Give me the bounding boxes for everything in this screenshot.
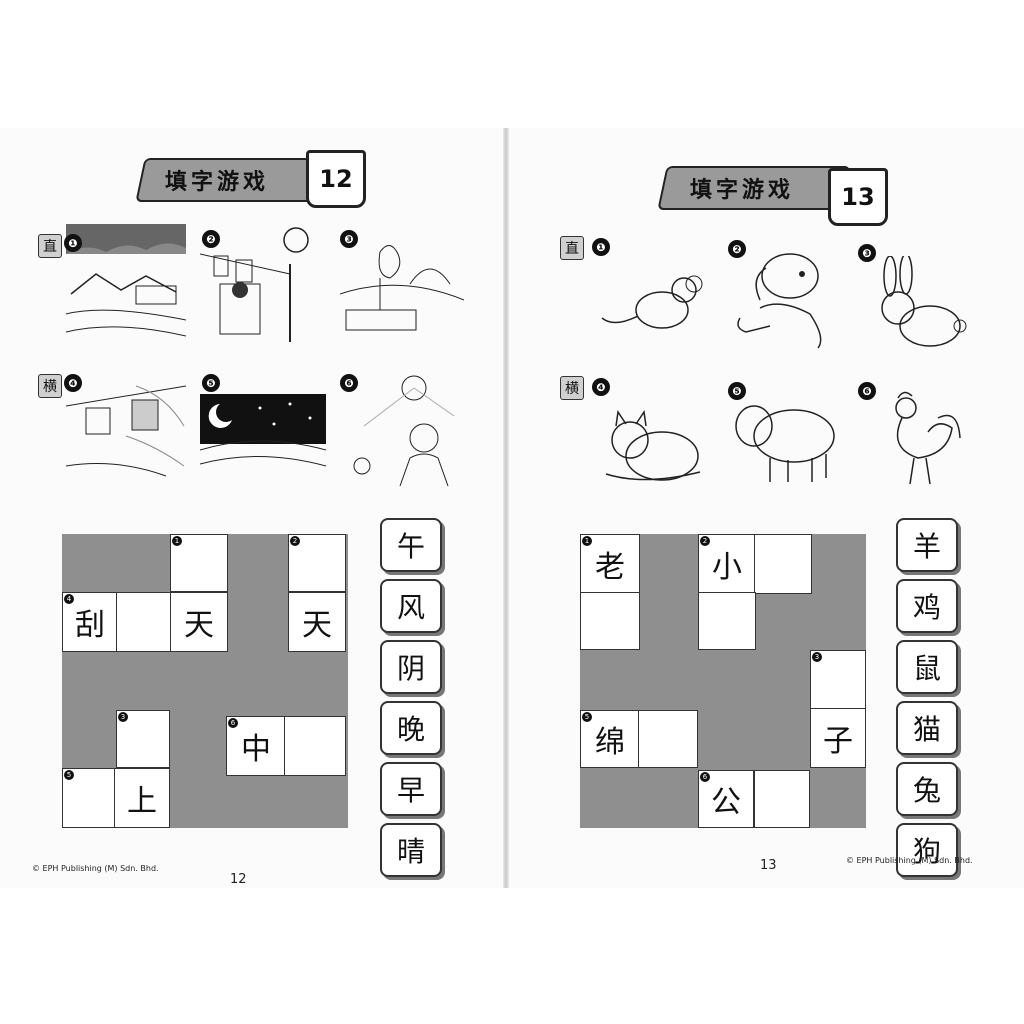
clue-number: ❹ [64,374,82,392]
cloudy-sky-scene-image [66,224,186,337]
clue-number: ❶ [64,234,82,252]
sheep-image [735,405,835,482]
rabbit-image [881,256,967,347]
crossword-cell[interactable]: 天 [170,592,228,652]
cell-letter: 子 [823,724,853,759]
cell-letter: 公 [711,785,741,820]
night-moon-scene-image [200,394,326,467]
word-bank-tile[interactable]: 鸡 [896,579,958,633]
cell-letter: 刮 [75,608,105,643]
vertical-clues-tag: 直 [38,234,62,258]
crossword-cell[interactable]: 2 [288,534,346,592]
horizontal-clues-tag: 横 [38,374,62,398]
cat-image [605,410,701,481]
crossword-cell[interactable] [754,534,812,594]
book-spine [503,128,509,888]
crossword-cell[interactable]: 1 [170,534,228,592]
crossword-cell[interactable]: 天 [288,592,346,652]
page-title: 填字游戏 [690,178,795,203]
puzzle-number-badge: 13 [828,168,888,226]
cell-letter: 老 [595,550,625,585]
cell-letter: 上 [127,784,157,819]
page-number: 12 [230,872,247,887]
clue-number: ❷ [202,230,220,248]
word-bank-tile[interactable]: 晚 [380,701,442,755]
crossword-cell[interactable]: 子 [810,708,866,768]
clue-number: ❻ [340,374,358,392]
horizontal-clues-tag: 横 [560,376,584,400]
cell-letter: 小 [712,550,742,585]
cell-letter: 天 [184,608,214,643]
clothes-drying-sun-scene-image [200,227,309,342]
crossword-cell[interactable] [580,592,640,650]
puzzle-number-badge: 12 [306,150,366,208]
word-bank-tile[interactable]: 鼠 [896,640,958,694]
word-bank-tile[interactable]: 午 [380,518,442,572]
word-bank: 羊 鸡 鼠 猫 兔 狗 [896,518,958,884]
clue-number: ❺ [202,374,220,392]
crossword-cell[interactable] [116,592,172,652]
clue-number: ❶ [592,238,610,256]
mouse-image [601,275,703,329]
clue-number: ❸ [340,230,358,248]
page-number: 13 [760,858,777,873]
crossword-cell[interactable] [284,716,346,776]
word-bank-tile[interactable]: 风 [380,579,442,633]
cell-letter: 天 [302,608,332,643]
publisher-footer: © EPH Publishing (M) Sdn. Bhd. [32,864,159,873]
crossword-cell[interactable] [698,592,756,650]
crossword-cell[interactable] [638,710,698,768]
dog-image [737,253,822,349]
clue-number: ❹ [592,378,610,396]
publisher-footer: © EPH Publishing (M) Sdn. Bhd. [846,856,973,865]
crossword-cell[interactable]: 5 [62,768,116,828]
word-bank-tile[interactable]: 羊 [896,518,958,572]
windy-laundry-scene-image [66,385,186,477]
sun-man-scene-image [353,375,455,486]
clue-number: ❻ [858,382,876,400]
word-bank-tile[interactable]: 晴 [380,823,442,877]
rooster-image [895,391,961,485]
clue-number: ❸ [858,244,876,262]
crossword-cell[interactable]: 上 [114,768,170,828]
clue-number: ❺ [728,382,746,400]
cell-letter: 绵 [595,725,625,760]
word-bank-tile[interactable]: 兔 [896,762,958,816]
word-bank-tile[interactable]: 猫 [896,701,958,755]
cell-letter: 中 [241,732,271,767]
vertical-clues-tag: 直 [560,236,584,260]
word-bank-tile[interactable]: 早 [380,762,442,816]
crossword-cell[interactable]: 3 [116,710,170,768]
crossword-cell[interactable]: 3 [810,650,866,710]
word-bank-tile[interactable]: 狗 [896,823,958,877]
crossword-cell[interactable] [754,770,810,828]
rooster-sunrise-scene-image [340,245,464,331]
clue-number: ❷ [728,240,746,258]
word-bank-tile[interactable]: 阴 [380,640,442,694]
page-title: 填字游戏 [165,170,270,195]
word-bank: 午 风 阴 晚 早 晴 [380,518,442,884]
